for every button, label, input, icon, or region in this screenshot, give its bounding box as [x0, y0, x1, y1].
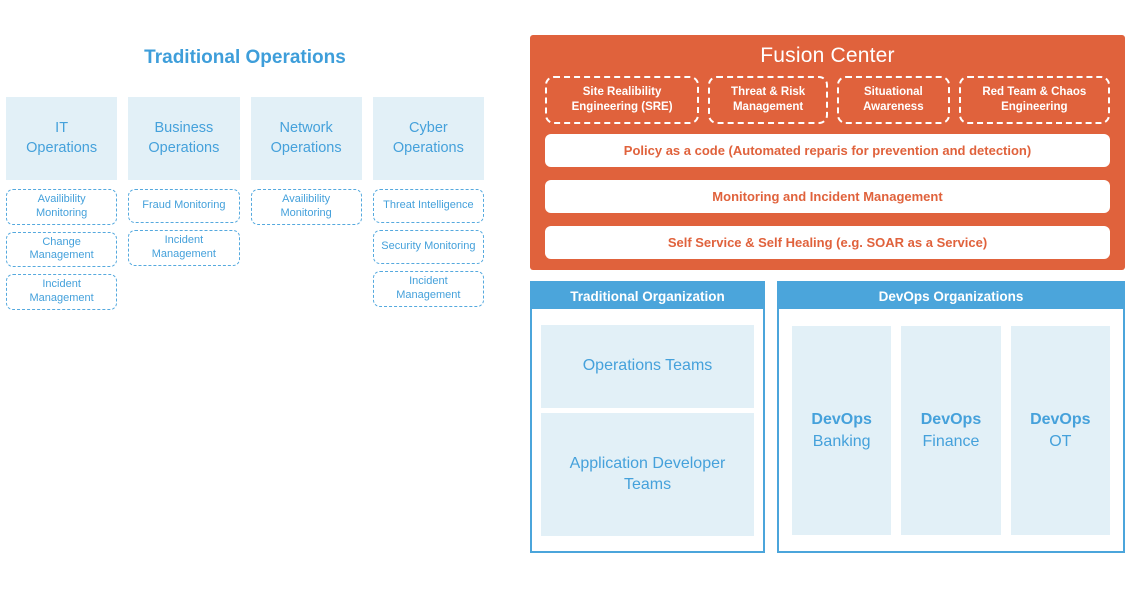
capability-box: Incident Management: [6, 274, 118, 310]
bar-self-service-healing: Self Service & Self Healing (e.g. SOAR a…: [545, 226, 1110, 259]
traditional-operations-grid: IT Operations Availibility Monitoring Ch…: [6, 97, 484, 317]
pillar-threat-risk: Threat & Risk Management: [708, 76, 829, 124]
traditional-organization-body: Operations Teams Application Developer T…: [532, 309, 763, 551]
bar-monitoring-incident: Monitoring and Incident Management: [545, 180, 1110, 213]
capability-box: Availibility Monitoring: [6, 189, 118, 225]
devops-label: DevOps: [811, 410, 872, 428]
traditional-organization-panel: Traditional Organization Operations Team…: [530, 281, 765, 553]
fusion-center-title: Fusion Center: [760, 44, 895, 67]
pillar-red-team-chaos: Red Team & Chaos Engineering: [958, 76, 1110, 124]
capability-box: Change Management: [6, 231, 118, 267]
capability-box: Incident Management: [372, 271, 484, 307]
devops-label: DevOps: [920, 410, 982, 428]
operations-group-box: Business Operations: [128, 97, 240, 180]
devops-organizations-header: DevOps Organizations: [779, 283, 1123, 309]
capability-box: Threat Intelligence: [372, 189, 484, 223]
capability-box: Availibility Monitoring: [250, 189, 362, 225]
devops-organizations-panel: DevOps Organizations DevOps Banking DevO…: [777, 281, 1125, 553]
traditional-organization-header: Traditional Organization: [532, 283, 763, 309]
capability-box: Security Monitoring: [372, 230, 484, 264]
operations-teams-box: Operations Teams: [541, 325, 754, 408]
application-developer-teams-box: Application Developer Teams: [541, 413, 754, 536]
capability-box: Fraud Monitoring: [128, 189, 240, 223]
column-business-operations: Business Operations Fraud Monitoring Inc…: [128, 97, 240, 317]
devops-domain-label: Finance: [922, 432, 980, 450]
operations-group-box: Cyber Operations: [372, 97, 484, 180]
column-it-operations: IT Operations Availibility Monitoring Ch…: [6, 97, 118, 317]
traditional-operations-title: Traditional Operations: [144, 47, 346, 68]
operations-group-box: IT Operations: [6, 97, 118, 180]
column-network-operations: Network Operations Availibility Monitori…: [250, 97, 362, 317]
devops-domain-label: OT: [1049, 432, 1072, 450]
devops-organizations-body: DevOps Banking DevOps Finance DevOps OT: [779, 309, 1123, 551]
devops-ot-box: DevOps OT: [1010, 326, 1110, 535]
pillar-sre: Site Realibility Engineering (SRE): [545, 76, 700, 124]
devops-domain-label: Banking: [812, 432, 871, 450]
capability-box: Incident Management: [128, 230, 240, 266]
bar-policy-as-code: Policy as a code (Automated reparis for …: [545, 134, 1110, 167]
operations-group-box: Network Operations: [250, 97, 362, 180]
fusion-pillars-row: Site Realibility Engineering (SRE) Threa…: [530, 76, 1125, 124]
devops-banking-box: DevOps Banking: [792, 326, 892, 535]
devops-label: DevOps: [1030, 410, 1091, 428]
column-cyber-operations: Cyber Operations Threat Intelligence Sec…: [372, 97, 484, 317]
devops-finance-box: DevOps Finance: [901, 326, 1001, 535]
fusion-center-panel: Fusion Center Site Realibility Engineeri…: [530, 35, 1125, 270]
pillar-situational-awareness: Situational Awareness: [837, 76, 950, 124]
